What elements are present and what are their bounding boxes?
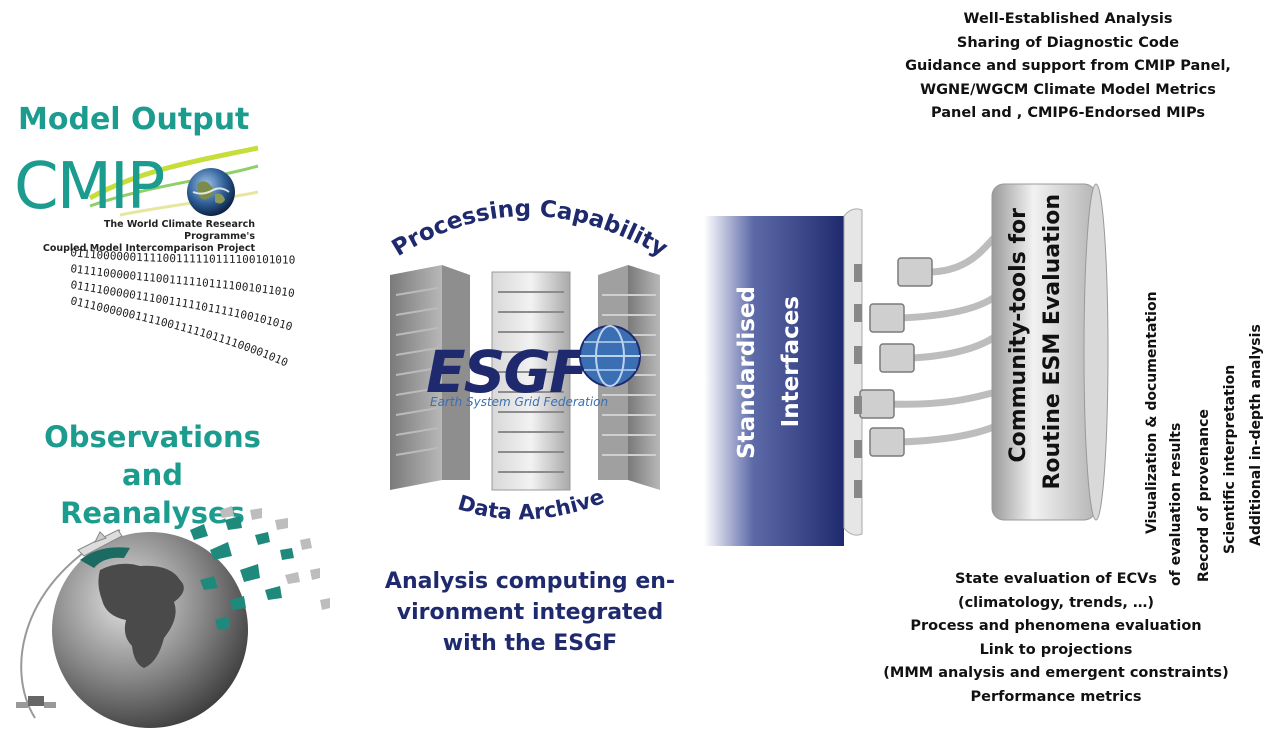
right-list-item: Record of provenance <box>1196 409 1212 582</box>
analysis-environment-text: Analysis computing en- vironment integra… <box>360 566 700 659</box>
bottom-list-item: (MMM analysis and emergent constraints) <box>883 665 1229 681</box>
earth-observation-illustration <box>16 506 330 728</box>
analysis-line-1: Analysis computing en- <box>384 569 676 594</box>
server-rack-center <box>491 271 571 491</box>
observations-title-line-1: Observations and <box>44 420 261 492</box>
data-fragments <box>190 516 294 630</box>
right-list-item: Scientific interpretation <box>1222 364 1238 554</box>
aircraft-icon <box>77 529 123 557</box>
community-tools-label: Community-tools for Routine ESM Evaluati… <box>992 182 1108 520</box>
cmip-subtitle: The World Climate Research Programme's C… <box>40 219 255 255</box>
satellite-icon <box>16 696 56 708</box>
right-list-item: of evaluation results <box>1168 422 1184 586</box>
binary-data-streams: 0111000000111100111110111100101010 01111… <box>69 248 296 369</box>
esgf-tagline: Earth System Grid Federation <box>430 395 608 409</box>
processing-capability-label: Processing Capability <box>388 196 672 262</box>
interfaces-line-2: Interfaces <box>778 296 804 428</box>
standardised-interfaces-panel <box>704 208 999 546</box>
interfaces-backplate <box>704 216 844 546</box>
top-list-item: Guidance and support from CMIP Panel, <box>905 58 1231 74</box>
top-feature-list: Well-Established Analysis Sharing of Dia… <box>818 8 1271 126</box>
interface-plugs <box>859 257 933 457</box>
esgf-logo-text: ESGF <box>426 338 588 406</box>
top-list-item: Well-Established Analysis <box>963 11 1173 27</box>
cmip-logo-text: CMIP <box>14 150 165 224</box>
europe-landmass <box>80 547 130 568</box>
earth-globe-icon <box>187 168 235 216</box>
analysis-line-3: with the ESGF <box>442 631 618 656</box>
standardised-interfaces-label: Standardised Interfaces <box>734 236 804 526</box>
cmip-subtitle-line-1: The World Climate Research Programme's <box>103 219 255 242</box>
bottom-list-item: Performance metrics <box>970 688 1142 705</box>
community-line-2: Routine ESM Evaluation <box>1040 194 1065 490</box>
interfaces-line-1: Standardised <box>734 286 760 459</box>
africa-landmass <box>98 563 184 668</box>
server-rack-left <box>390 265 470 490</box>
bottom-list-item: Link to projections <box>979 641 1133 658</box>
interface-sockets <box>854 264 862 498</box>
observations-title: Observations and Reanalyses <box>10 418 295 532</box>
bottom-list-item: (climatology, trends, …) <box>957 594 1155 611</box>
bottom-feature-list: State evaluation of ECVs (climatology, t… <box>856 568 1256 709</box>
esgf-archive-illustration: Processing Capability Data Archive ESGF … <box>388 196 672 525</box>
right-list-item: Additional in-depth analysis <box>1248 324 1264 546</box>
binary-stream-1: 0111000000111100111110111100101010 <box>70 248 296 267</box>
right-list-item: Visualization & documentation <box>1144 291 1160 534</box>
analysis-line-2: vironment integrated <box>396 600 664 625</box>
cmip-subtitle-line-2: Coupled Model Intercomparison Project <box>42 243 255 254</box>
bottom-list-item: Process and phenomena evaluation <box>910 618 1202 634</box>
esgf-globe-icon <box>579 325 641 387</box>
model-output-title: Model Output <box>18 102 250 137</box>
interface-cables <box>889 233 999 446</box>
data-fragments-grey <box>220 506 330 610</box>
top-list-item: Panel and , CMIP6-Endorsed MIPs <box>931 105 1205 121</box>
community-tools-cylinder <box>991 183 1109 521</box>
bottom-list-item: State evaluation of ECVs <box>954 571 1158 587</box>
top-list-item: Sharing of Diagnostic Code <box>956 34 1180 51</box>
observations-title-line-2: Reanalyses <box>60 496 245 530</box>
right-feature-list: Visualization & documentation of evaluat… <box>1144 204 1271 586</box>
community-line-1: Community-tools for <box>1006 208 1031 463</box>
top-list-item: WGNE/WGCM Climate Model Metrics <box>920 81 1216 98</box>
